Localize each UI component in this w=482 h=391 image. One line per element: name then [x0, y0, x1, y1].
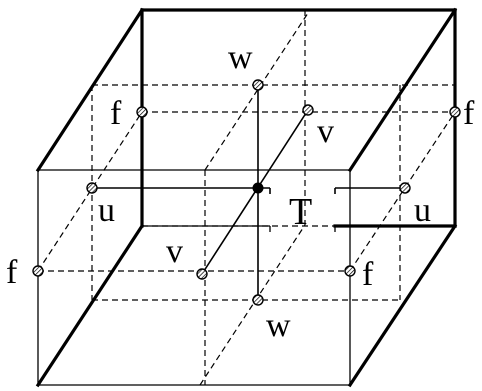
label-f-bottom-left: f [6, 254, 18, 291]
bottom-left-edge [35, 223, 145, 388]
visible-edges [35, 7, 458, 388]
label-f-top-left: f [110, 95, 122, 132]
label-v-right: v [317, 113, 334, 150]
center-dot [252, 182, 264, 194]
grid-labels: w w v v u u f f f f T [6, 39, 475, 344]
node-f-top-left [136, 106, 148, 118]
node-w-bottom [252, 294, 264, 306]
label-w-top: w [228, 39, 253, 76]
node-f-top-right [449, 106, 461, 118]
node-u-left [86, 182, 98, 194]
node-w-top [252, 79, 264, 91]
node-u-right [399, 182, 411, 194]
node-f-bottom-left [32, 265, 44, 277]
w-plane-front-bottom [199, 224, 306, 386]
label-u-right: u [414, 192, 431, 229]
label-w-bottom: w [266, 307, 291, 344]
label-v-left: v [166, 233, 183, 270]
top-right-edge [347, 7, 458, 173]
node-f-bottom-right [344, 265, 356, 277]
label-u-left: u [98, 192, 115, 229]
bottom-right-edge [347, 223, 458, 388]
label-f-bottom-right: f [362, 256, 374, 293]
label-f-top-right: f [463, 95, 475, 132]
node-v-right [302, 104, 314, 116]
top-left-edge [35, 7, 145, 173]
grid-nodes [32, 79, 461, 306]
node-v-left [196, 268, 208, 280]
label-center-t: T [289, 191, 312, 233]
